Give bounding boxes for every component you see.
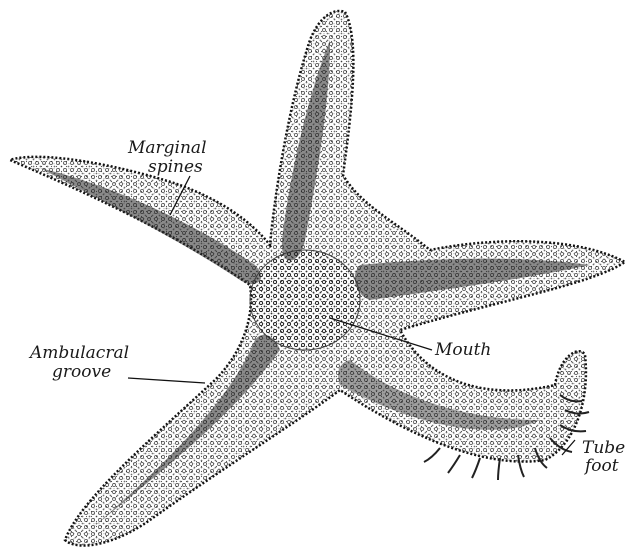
label-ambulacral-line2: groove (52, 362, 111, 382)
starfish-body (10, 11, 625, 546)
label-tube-line1: Tube (582, 438, 625, 458)
label-mouth: Mouth (434, 340, 491, 360)
label-marginal-line2: spines (148, 157, 203, 177)
label-ambulacral-line1: Ambulacral (28, 343, 129, 363)
ambulacral-groove-leader (128, 378, 205, 383)
central-disc (250, 250, 360, 350)
label-tube-line2: foot (583, 456, 619, 476)
label-marginal-line1: Marginal (127, 138, 207, 158)
